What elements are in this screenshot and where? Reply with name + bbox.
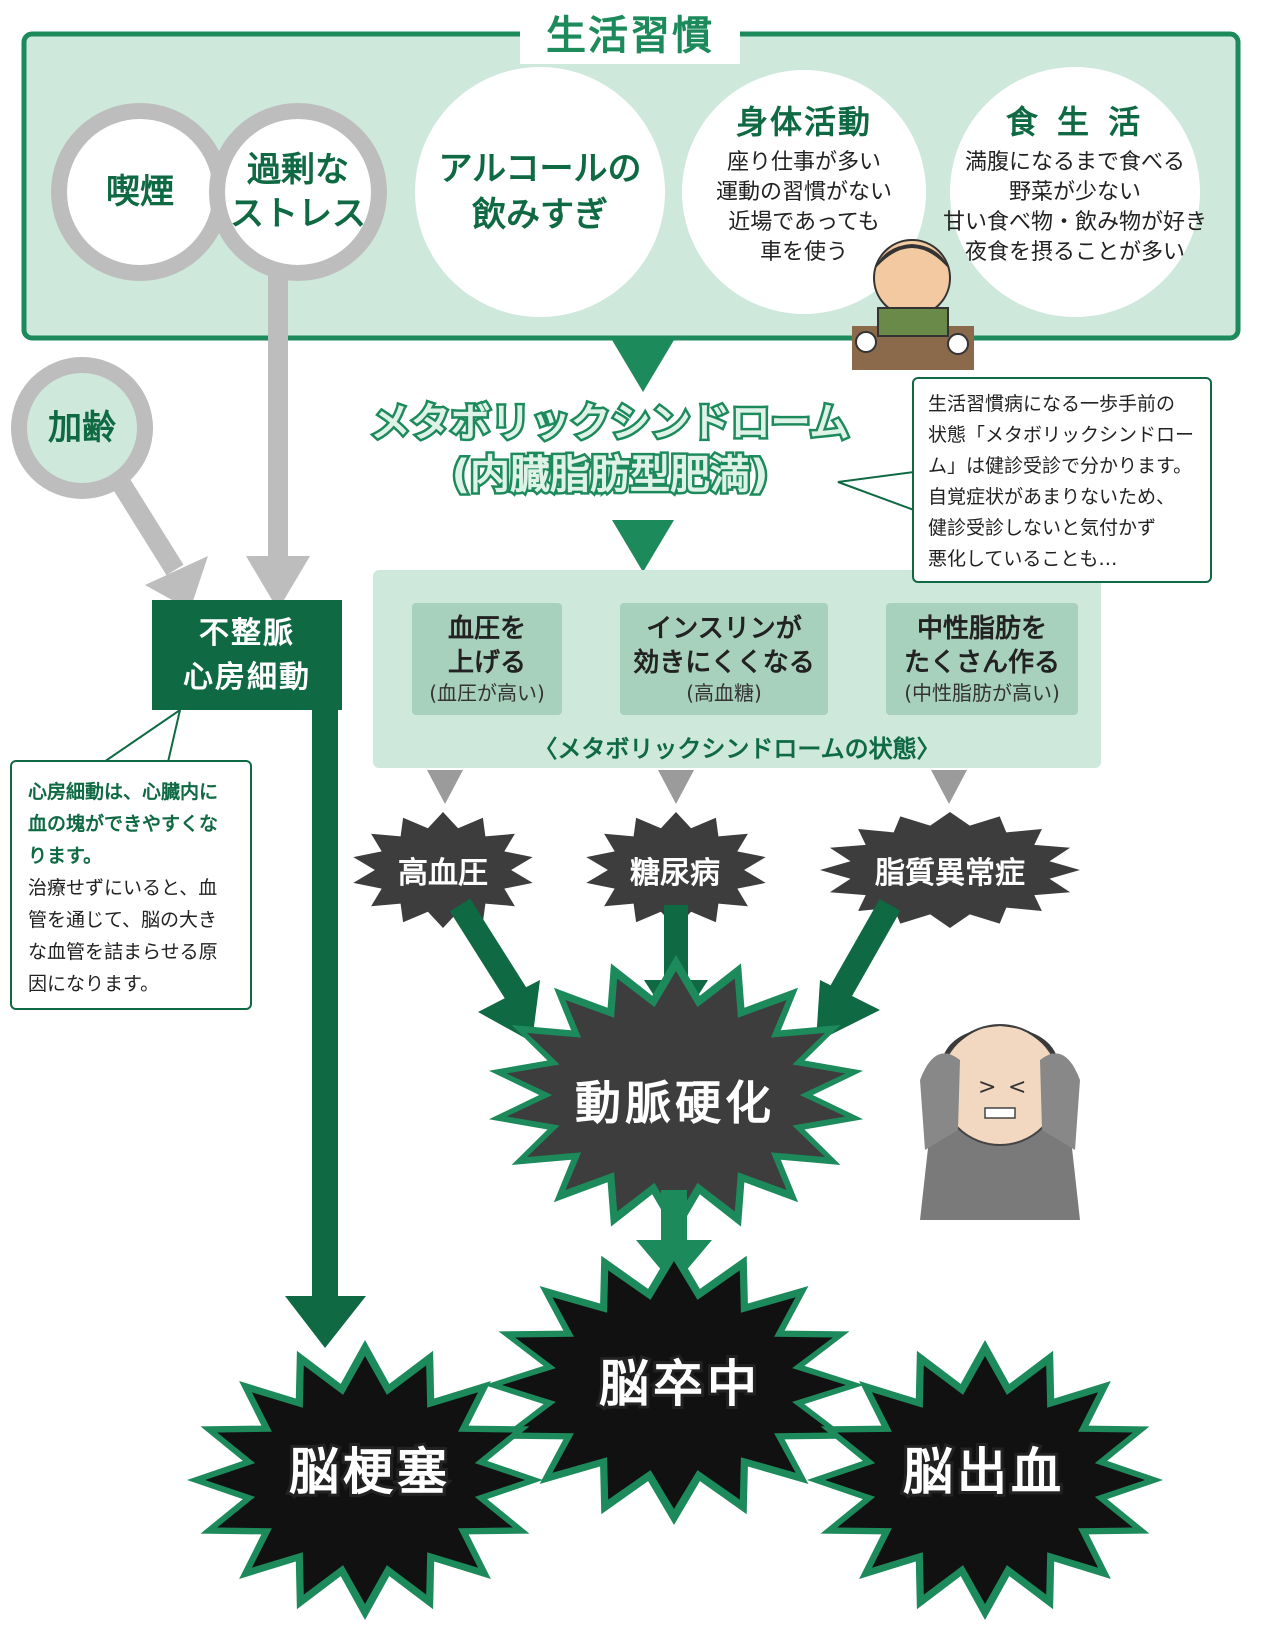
af-note: 心房細動は、心臓内に 血の塊ができやすくな ります。 治療せずにいると、血 管を… [10,760,252,1010]
af-note-line: 因になります。 [28,973,160,995]
diet-title: 食 生 活 [1005,103,1145,141]
burst-stroke [502,1261,846,1509]
diet-item: 満腹になるまで食べる [964,150,1185,175]
arrhythmia-line1: 不整脈 [199,616,295,651]
burst-arteriosclerosis [506,971,846,1219]
activity-title: 身体活動 [735,103,872,141]
arteriosclerosis-label: 動脈硬化 [575,1076,775,1130]
metabolic-note-line: 自覚症状があまりないため、 [928,486,1176,508]
activity-item: 車を使う [759,240,848,265]
burst-infarction [205,1356,525,1604]
arrhythmia-box [152,600,342,710]
hypertension-label: 高血圧 [398,856,488,891]
dyslipidemia-label: 脂質異常症 [875,856,1025,891]
metabolic-note-line: 状態「メタボリックシンドロー [928,424,1195,446]
arrow-lifestyle-to-metabolic [612,340,674,392]
arrow-ht-line [449,898,531,1007]
af-note-line: な血管を詰まらせる原 [28,941,218,963]
stress-line1: 過剰な [247,150,349,190]
metabolic-title-line1: メタボリックシンドローム [368,398,852,449]
arrow-panel-2 [658,770,694,804]
state-box-title: 中性脂肪を [916,614,1047,644]
metabolic-title: メタボリックシンドローム (内臓脂肪型肥満) [330,394,890,504]
diet-circle [950,67,1200,317]
af-note-line: 治療せずにいると、血 [28,877,218,899]
arrhythmia-line2: 心房細動 [183,660,311,695]
activity-circle [682,70,926,314]
arrow-stress-head [246,556,310,610]
metabolic-note-line: 悪化していることも… [928,548,1118,570]
stroke-label: 脳卒中 [596,1352,761,1416]
activity-item: 近場であっても [728,210,880,235]
metabolic-note-line: ム」は健診受診で分かります。 [928,455,1193,477]
arrow-panel-3 [931,770,967,804]
diet-item: 甘い食べ物・飲み物が好き [942,210,1207,235]
alcohol-label: アルコールの 飲みすぎ [430,140,650,244]
worried-person-illustration: > < [920,1024,1080,1220]
alcohol-circle [415,67,665,317]
diet-item: 夜食を摂ることが多い [964,240,1185,265]
metabolic-note-line: 生活習慣病になる一歩手前の [928,393,1176,415]
eating-person-illustration [852,239,974,370]
smoking-text: 喫煙 [106,172,174,212]
activity-block: 身体活動 座り仕事が多い 運動の習慣がない 近場であっても 車を使う [684,96,924,280]
af-note-line: 管を通じて、脳の大き [28,909,218,931]
arrhythmia-label: 不整脈 心房細動 [152,608,342,704]
state-box-sub: (血圧が高い) [429,681,545,705]
burst-hypertension [353,812,533,928]
svg-text:<: < [1008,1075,1026,1100]
alcohol-line1: アルコールの [438,149,642,189]
aging-ring [11,357,153,499]
metabolic-note-line: 健診受診しないと気付かず [928,517,1157,539]
state-box-blood-pressure: 血圧を 上げる (血圧が高い) [412,603,562,715]
diet-block: 食 生 活 満腹になるまで食べる 野菜が少ない 甘い食べ物・飲み物が好き 夜食を… [920,96,1230,280]
smoking-label: 喫煙 [70,152,210,232]
state-panel-caption: 〈メタボリックシンドロームの状態〉 [533,734,941,763]
state-box-insulin: インスリンが 効きにくくなる (高血糖) [620,603,828,715]
aging-label: 加齢 [48,408,116,448]
stress-line2: ストレス [230,194,366,234]
burst-hemorrhage [825,1356,1145,1604]
burst-diabetes [586,812,766,928]
state-box-title: インスリンが [646,614,802,644]
state-box-title: 効きにくくなる [633,648,815,678]
infarction-label: 脳梗塞 [286,1440,451,1504]
metabolic-title-line2: (内臓脂肪型肥満) [449,450,771,501]
arrow-stress-line [268,270,288,560]
burst-dyslipidemia [820,812,1080,928]
diabetes-label: 糖尿病 [630,856,720,891]
arrow-metabolic-to-panel [612,520,674,572]
state-box-sub: (中性脂肪が高い) [904,681,1060,705]
arrow-dl-line [825,899,901,1006]
state-box-sub: (高血糖) [686,681,762,705]
stress-ring [209,103,387,281]
diet-item: 野菜が少ない [1008,180,1141,205]
af-note-green-line: 心房細動は、心臓内に [28,781,219,803]
arrow-aging-head [145,556,208,610]
af-note-tail [103,707,182,763]
arrow-aging-line [113,479,184,576]
stress-label: 過剰な ストレス [222,144,374,240]
lifestyle-title: 生活習慣 [520,8,740,64]
state-box-title: たくさん作る [903,648,1060,678]
af-note-green-line: ります。 [28,845,103,867]
state-box-title: 血圧を [447,614,526,644]
alcohol-line2: 飲みすぎ [472,195,608,235]
arrow-panel-1 [427,770,463,804]
svg-text:>: > [978,1075,996,1100]
state-box-title: 上げる [447,648,526,678]
af-note-green-line: 血の塊ができやすくな [28,813,219,835]
state-box-triglyceride: 中性脂肪を たくさん作る (中性脂肪が高い) [886,603,1078,715]
arrow-af-head [285,1296,366,1348]
activity-item: 運動の習慣がない [715,180,892,205]
arrow-af-line [312,710,338,1310]
activity-item: 座り仕事が多い [726,150,881,175]
hemorrhage-label: 脳出血 [900,1440,1065,1504]
metabolic-note: 生活習慣病になる一歩手前の 状態「メタボリックシンドロー ム」は健診受診で分かり… [912,377,1212,583]
